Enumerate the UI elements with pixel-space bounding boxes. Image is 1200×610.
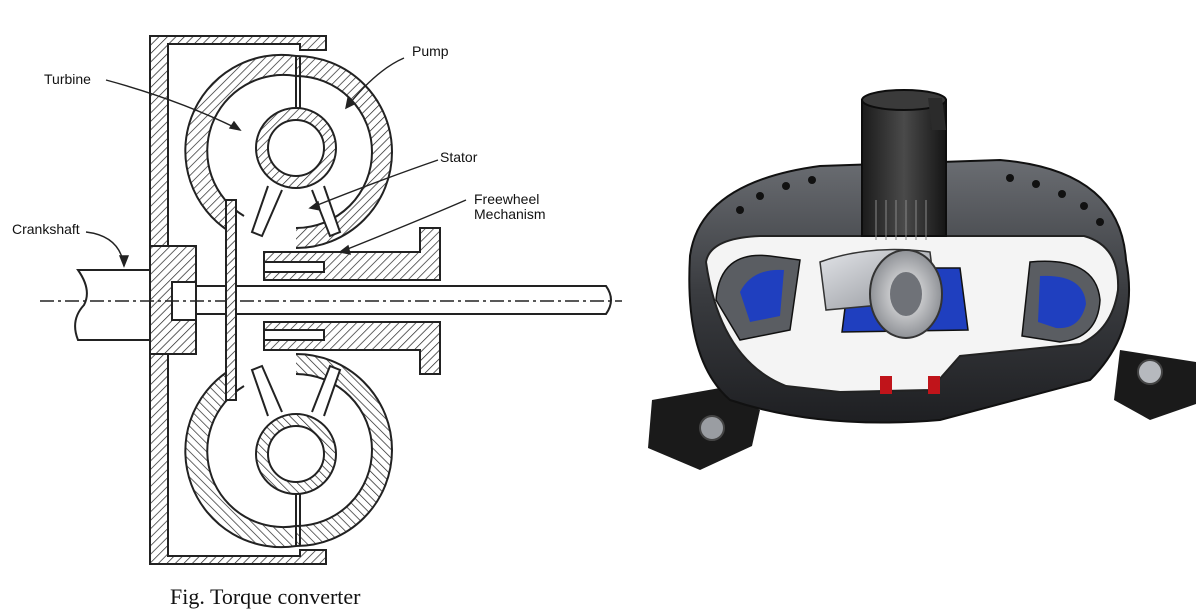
stator-blade-right xyxy=(311,185,342,238)
freewheel-label-line2: Mechanism xyxy=(474,206,546,222)
right-blade-blue xyxy=(1038,275,1086,329)
torque-converter-schematic xyxy=(40,35,622,565)
bolt-right xyxy=(1137,359,1163,385)
housing-bottom xyxy=(149,353,327,565)
shaft-keyway xyxy=(928,98,946,130)
freewheel-gap-top xyxy=(263,261,325,273)
freewheel-leader xyxy=(339,199,467,253)
freewheel-gap-bottom xyxy=(263,329,325,341)
freewheel-label-line1: Freewheel xyxy=(474,191,540,207)
crankshaft-label: Crankshaft xyxy=(12,221,80,237)
crankshaft xyxy=(74,269,151,341)
turbine-label: Turbine xyxy=(44,71,91,87)
seal-left xyxy=(880,376,892,394)
lower-torus xyxy=(184,353,393,549)
hub-bore xyxy=(890,272,922,316)
shaft-splines xyxy=(875,200,927,240)
shaft-top xyxy=(861,89,947,111)
left-blade-blue xyxy=(740,269,784,322)
pump-label: Pump xyxy=(412,43,449,59)
crankshaft-leader xyxy=(85,231,125,267)
leader-lines xyxy=(85,57,467,268)
upper-torus xyxy=(184,53,393,249)
turbine-cavity xyxy=(206,73,297,217)
turbine-leader xyxy=(105,79,241,131)
bolt-left xyxy=(699,415,725,441)
shell-perforations xyxy=(736,174,1104,226)
seal-right xyxy=(928,376,940,394)
figure-caption: Fig. Torque converter xyxy=(170,584,361,609)
stator-leader xyxy=(309,159,439,209)
stator-label: Stator xyxy=(440,149,478,165)
output-shaft xyxy=(195,285,612,315)
stator-blade-left xyxy=(250,185,283,238)
mount-foot-right xyxy=(1114,350,1196,420)
core-inner-top xyxy=(267,119,325,177)
turbine-hub-plate xyxy=(225,199,237,401)
torque-converter-cutaway xyxy=(648,89,1196,470)
